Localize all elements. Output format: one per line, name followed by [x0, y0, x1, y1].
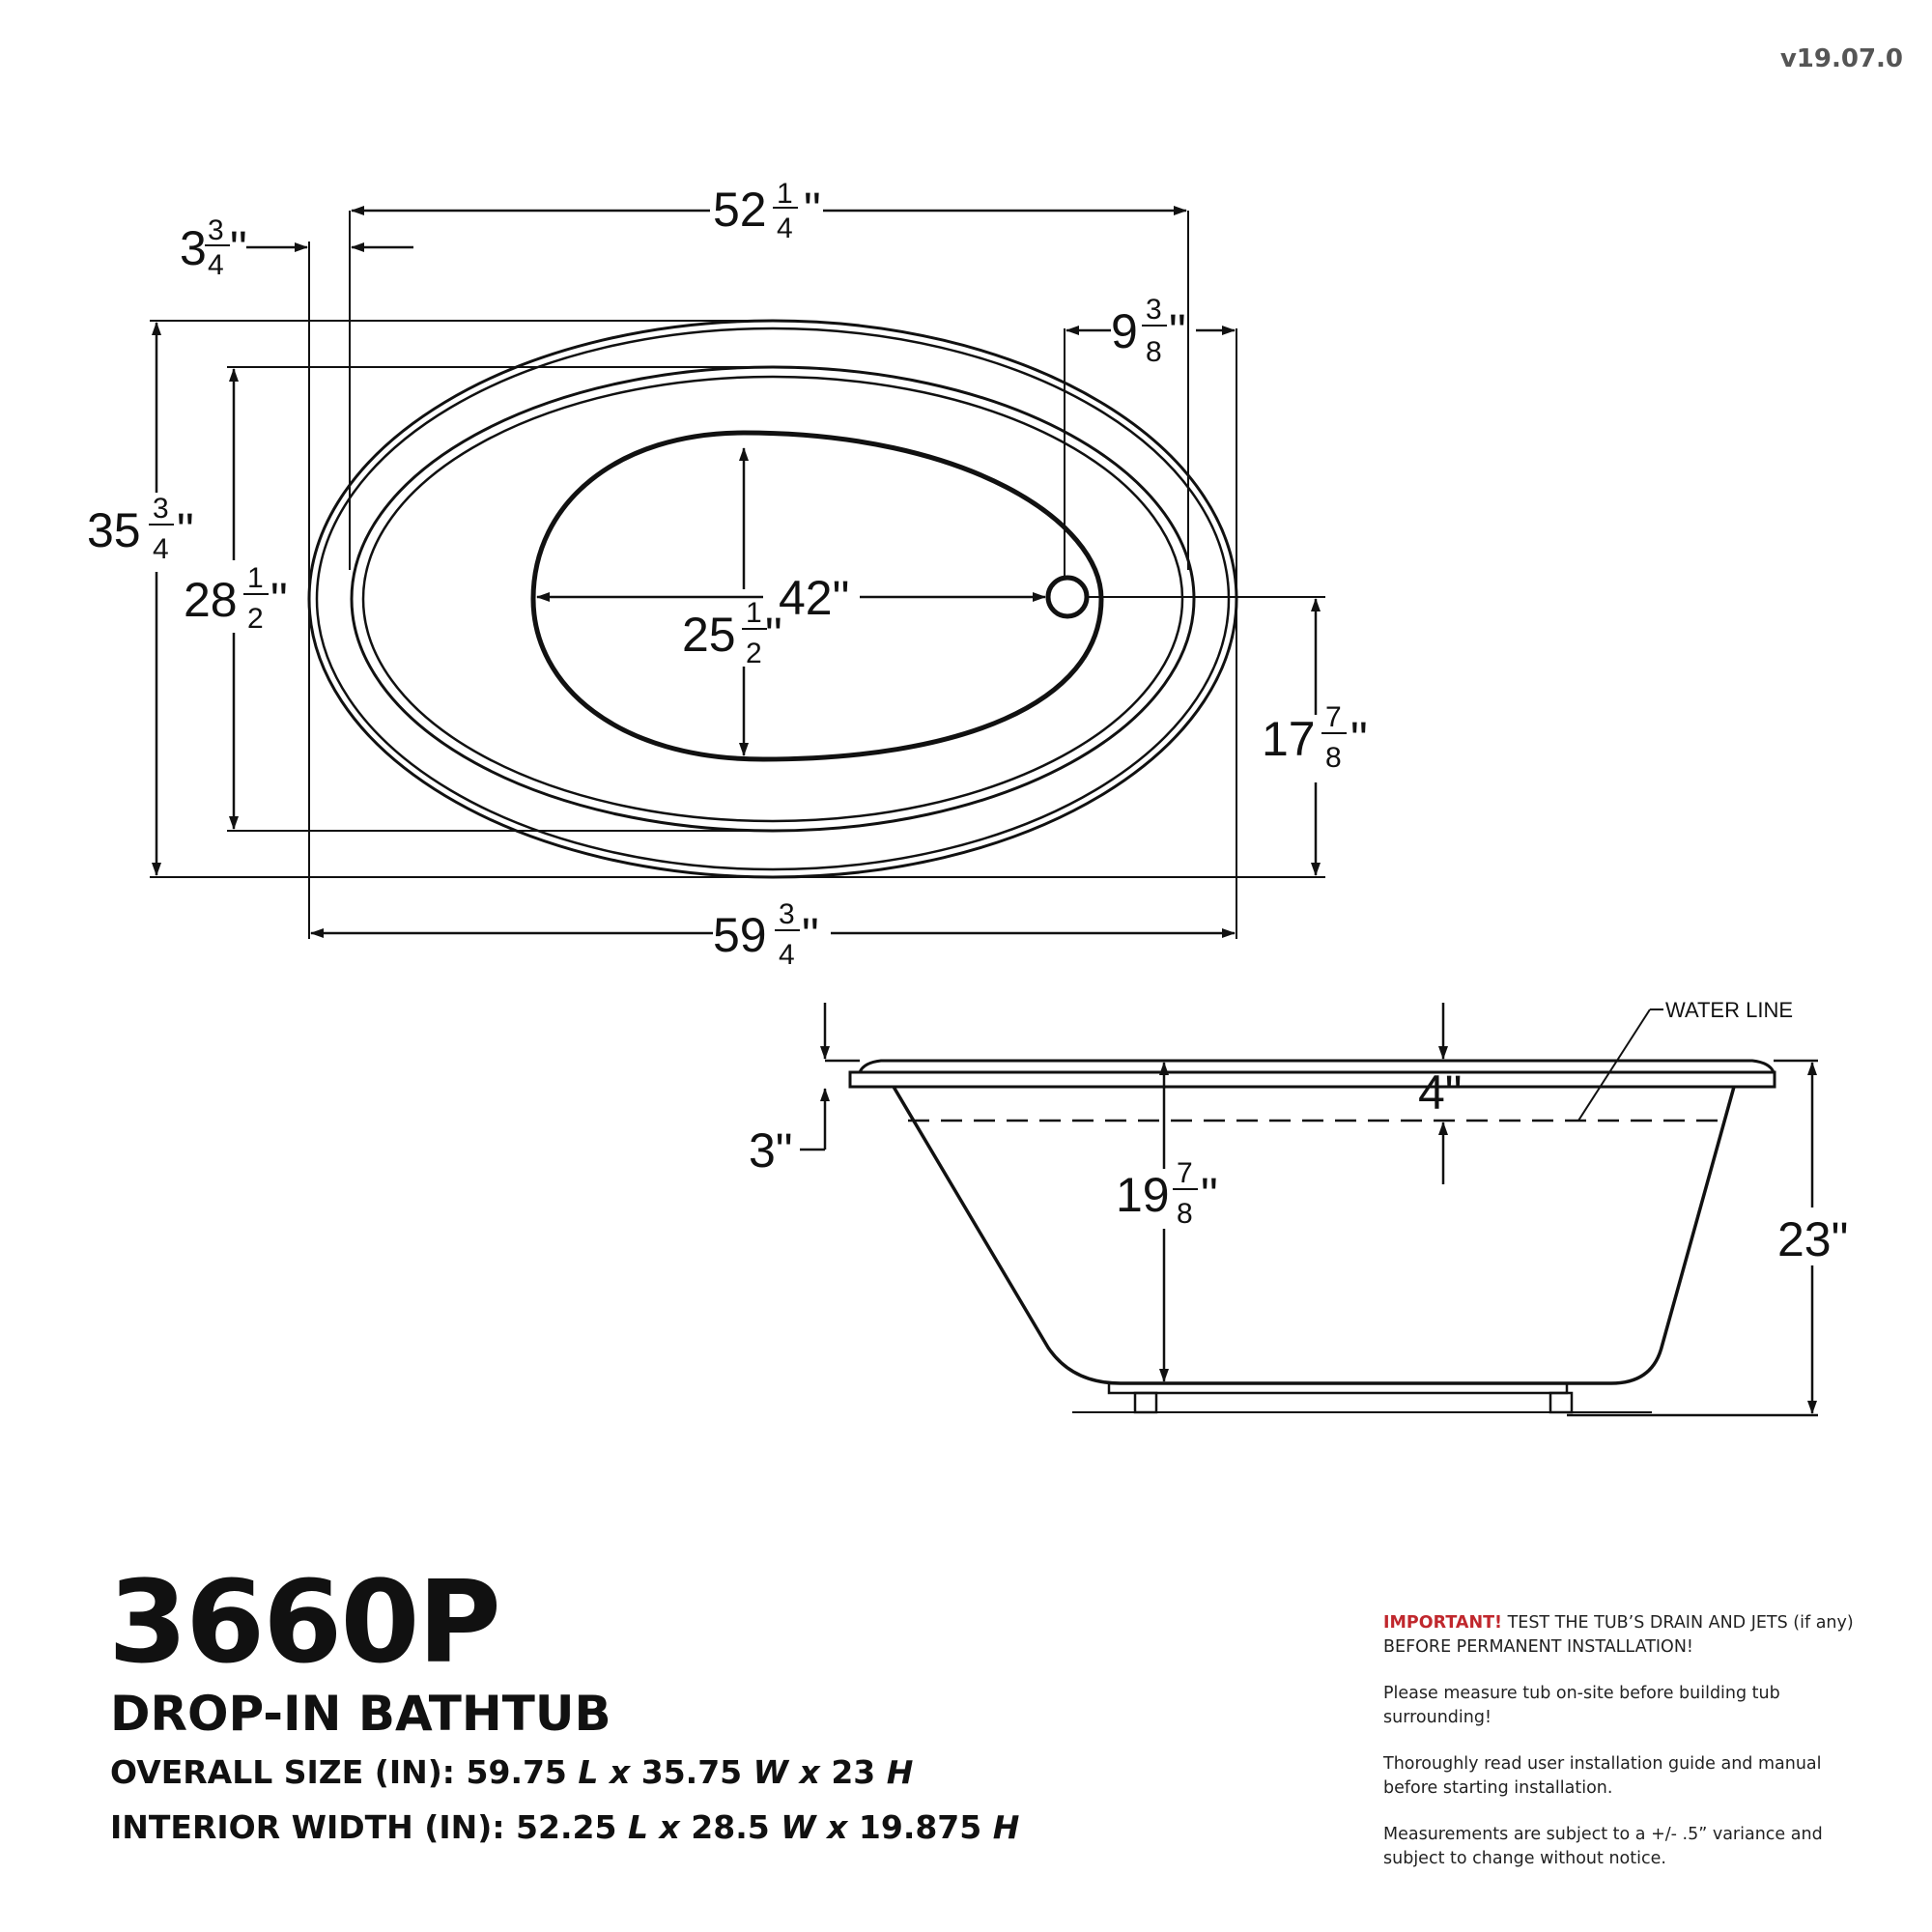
svg-text:1: 1	[247, 562, 264, 594]
overall-width-value: 35.75	[640, 1753, 743, 1791]
outer-rim-edge	[315, 327, 1231, 871]
version-label: v19.07.0	[1779, 44, 1903, 73]
important-note: IMPORTANT! TEST THE TUB’S DRAIN AND JETS…	[1383, 1611, 1874, 1660]
dim-water-depth-offset: 4"	[1418, 1065, 1463, 1120]
dim-overall-length: 59 3 4 "	[713, 898, 819, 971]
side-dimension-lines	[800, 1003, 1818, 1417]
svg-text:25: 25	[682, 608, 736, 662]
svg-text:": "	[177, 503, 194, 557]
svg-text:": "	[1201, 1168, 1218, 1222]
svg-text:": "	[765, 608, 782, 662]
svg-text:": "	[802, 908, 819, 962]
dim-rim-offset: 3 3 4 "	[180, 214, 247, 281]
interior-height-value: 19.875	[858, 1808, 982, 1846]
outer-rim	[307, 319, 1238, 879]
dim-floor-length: 42"	[779, 571, 849, 625]
times-sign: x	[659, 1808, 680, 1846]
svg-text:3: 3	[1146, 294, 1162, 326]
overall-height-value: 23	[831, 1753, 876, 1791]
svg-text:1: 1	[746, 597, 762, 629]
svg-text:59: 59	[713, 908, 767, 962]
side-view	[848, 1009, 1776, 1414]
svg-text:3: 3	[779, 898, 795, 930]
svg-text:28: 28	[184, 573, 238, 627]
dim-top-length: 52 1 4 "	[713, 178, 821, 244]
model-number: 3660P	[108, 1555, 501, 1689]
product-type: DROP-IN BATHTUB	[110, 1686, 611, 1742]
important-label: IMPORTANT!	[1383, 1613, 1503, 1633]
svg-text:8: 8	[1325, 742, 1342, 774]
svg-text:2: 2	[746, 638, 762, 669]
interior-size-label: INTERIOR WIDTH (IN):	[110, 1808, 505, 1846]
overall-length-value: 59.75	[466, 1753, 567, 1791]
top-view	[307, 319, 1238, 879]
tub-rim	[857, 1059, 1776, 1074]
times-sign: x	[827, 1808, 848, 1846]
installation-notes: IMPORTANT! TEST THE TUB’S DRAIN AND JETS…	[1383, 1611, 1874, 1893]
interior-width-value: 28.5	[691, 1808, 770, 1846]
water-line-leader	[1577, 1009, 1651, 1122]
svg-text:52: 52	[713, 183, 767, 237]
dim-drain-to-edge: 17 7 8 "	[1262, 701, 1368, 774]
dim-floor-width: 25 1 2 "	[682, 597, 782, 669]
svg-text:3: 3	[180, 221, 207, 275]
svg-text:4: 4	[208, 249, 224, 281]
important-text: TEST THE TUB’S DRAIN AND JETS (if any) B…	[1383, 1613, 1854, 1657]
svg-text:7: 7	[1177, 1157, 1193, 1189]
svg-text:8: 8	[1177, 1198, 1193, 1230]
svg-text:9: 9	[1111, 304, 1138, 358]
interior-length-value: 52.25	[516, 1808, 617, 1846]
unit-l: L	[627, 1808, 648, 1846]
svg-text:3: 3	[208, 214, 224, 246]
dim-overall-height: 23"	[1777, 1212, 1848, 1266]
top-extension-lines	[150, 211, 1325, 939]
unit-h: H	[992, 1808, 1020, 1846]
dim-interior-width: 28 1 2 "	[184, 562, 288, 635]
tub-floor	[530, 430, 1104, 762]
svg-text:": "	[1169, 304, 1186, 358]
overall-size-line: OVERALL SIZE (IN): 59.75 L x 35.75 W x 2…	[110, 1753, 913, 1791]
svg-text:17: 17	[1262, 712, 1316, 766]
unit-w: W	[753, 1753, 789, 1791]
svg-text:7: 7	[1325, 701, 1342, 733]
unit-l: L	[578, 1753, 599, 1791]
overall-size-label: OVERALL SIZE (IN):	[110, 1753, 456, 1791]
read-manual-note: Thoroughly read user installation guide …	[1383, 1754, 1822, 1798]
tub-foot-right	[1548, 1391, 1574, 1414]
svg-text:4: 4	[153, 533, 169, 565]
svg-text:3: 3	[153, 493, 169, 525]
svg-text:1: 1	[777, 178, 793, 210]
svg-text:2: 2	[247, 603, 264, 635]
interior-size-line: INTERIOR WIDTH (IN): 52.25 L x 28.5 W x …	[110, 1808, 1019, 1846]
tub-base	[1107, 1381, 1569, 1395]
dim-overall-width: 35 3 4 "	[87, 493, 194, 565]
times-sign: x	[799, 1753, 820, 1791]
svg-text:35: 35	[87, 503, 141, 557]
svg-text:": "	[1350, 712, 1368, 766]
svg-text:": "	[804, 183, 821, 237]
dim-interior-depth: 19 7 8 "	[1116, 1157, 1218, 1230]
svg-text:8: 8	[1146, 336, 1162, 368]
tub-flange	[848, 1070, 1776, 1089]
dim-flange-height: 3"	[749, 1123, 793, 1178]
svg-text:": "	[230, 221, 247, 275]
drain-icon	[1045, 575, 1090, 619]
measure-note: Please measure tub on-site before buildi…	[1383, 1684, 1780, 1727]
water-line-label: WATER LINE	[1665, 998, 1793, 1022]
svg-text:4: 4	[777, 213, 793, 244]
svg-text:": "	[270, 573, 288, 627]
interior-rim-edge	[361, 375, 1184, 823]
svg-text:19: 19	[1116, 1168, 1170, 1222]
top-dimension-lines	[152, 206, 1321, 938]
dim-drain-offset: 9 3 8 "	[1111, 294, 1186, 368]
times-sign: x	[609, 1753, 631, 1791]
svg-text:4: 4	[779, 939, 795, 971]
unit-h: H	[886, 1753, 914, 1791]
tub-foot-left	[1133, 1391, 1158, 1414]
variance-note: Measurements are subject to a +/- .5” va…	[1383, 1825, 1823, 1868]
unit-w: W	[781, 1808, 816, 1846]
tub-body	[892, 1086, 1736, 1385]
